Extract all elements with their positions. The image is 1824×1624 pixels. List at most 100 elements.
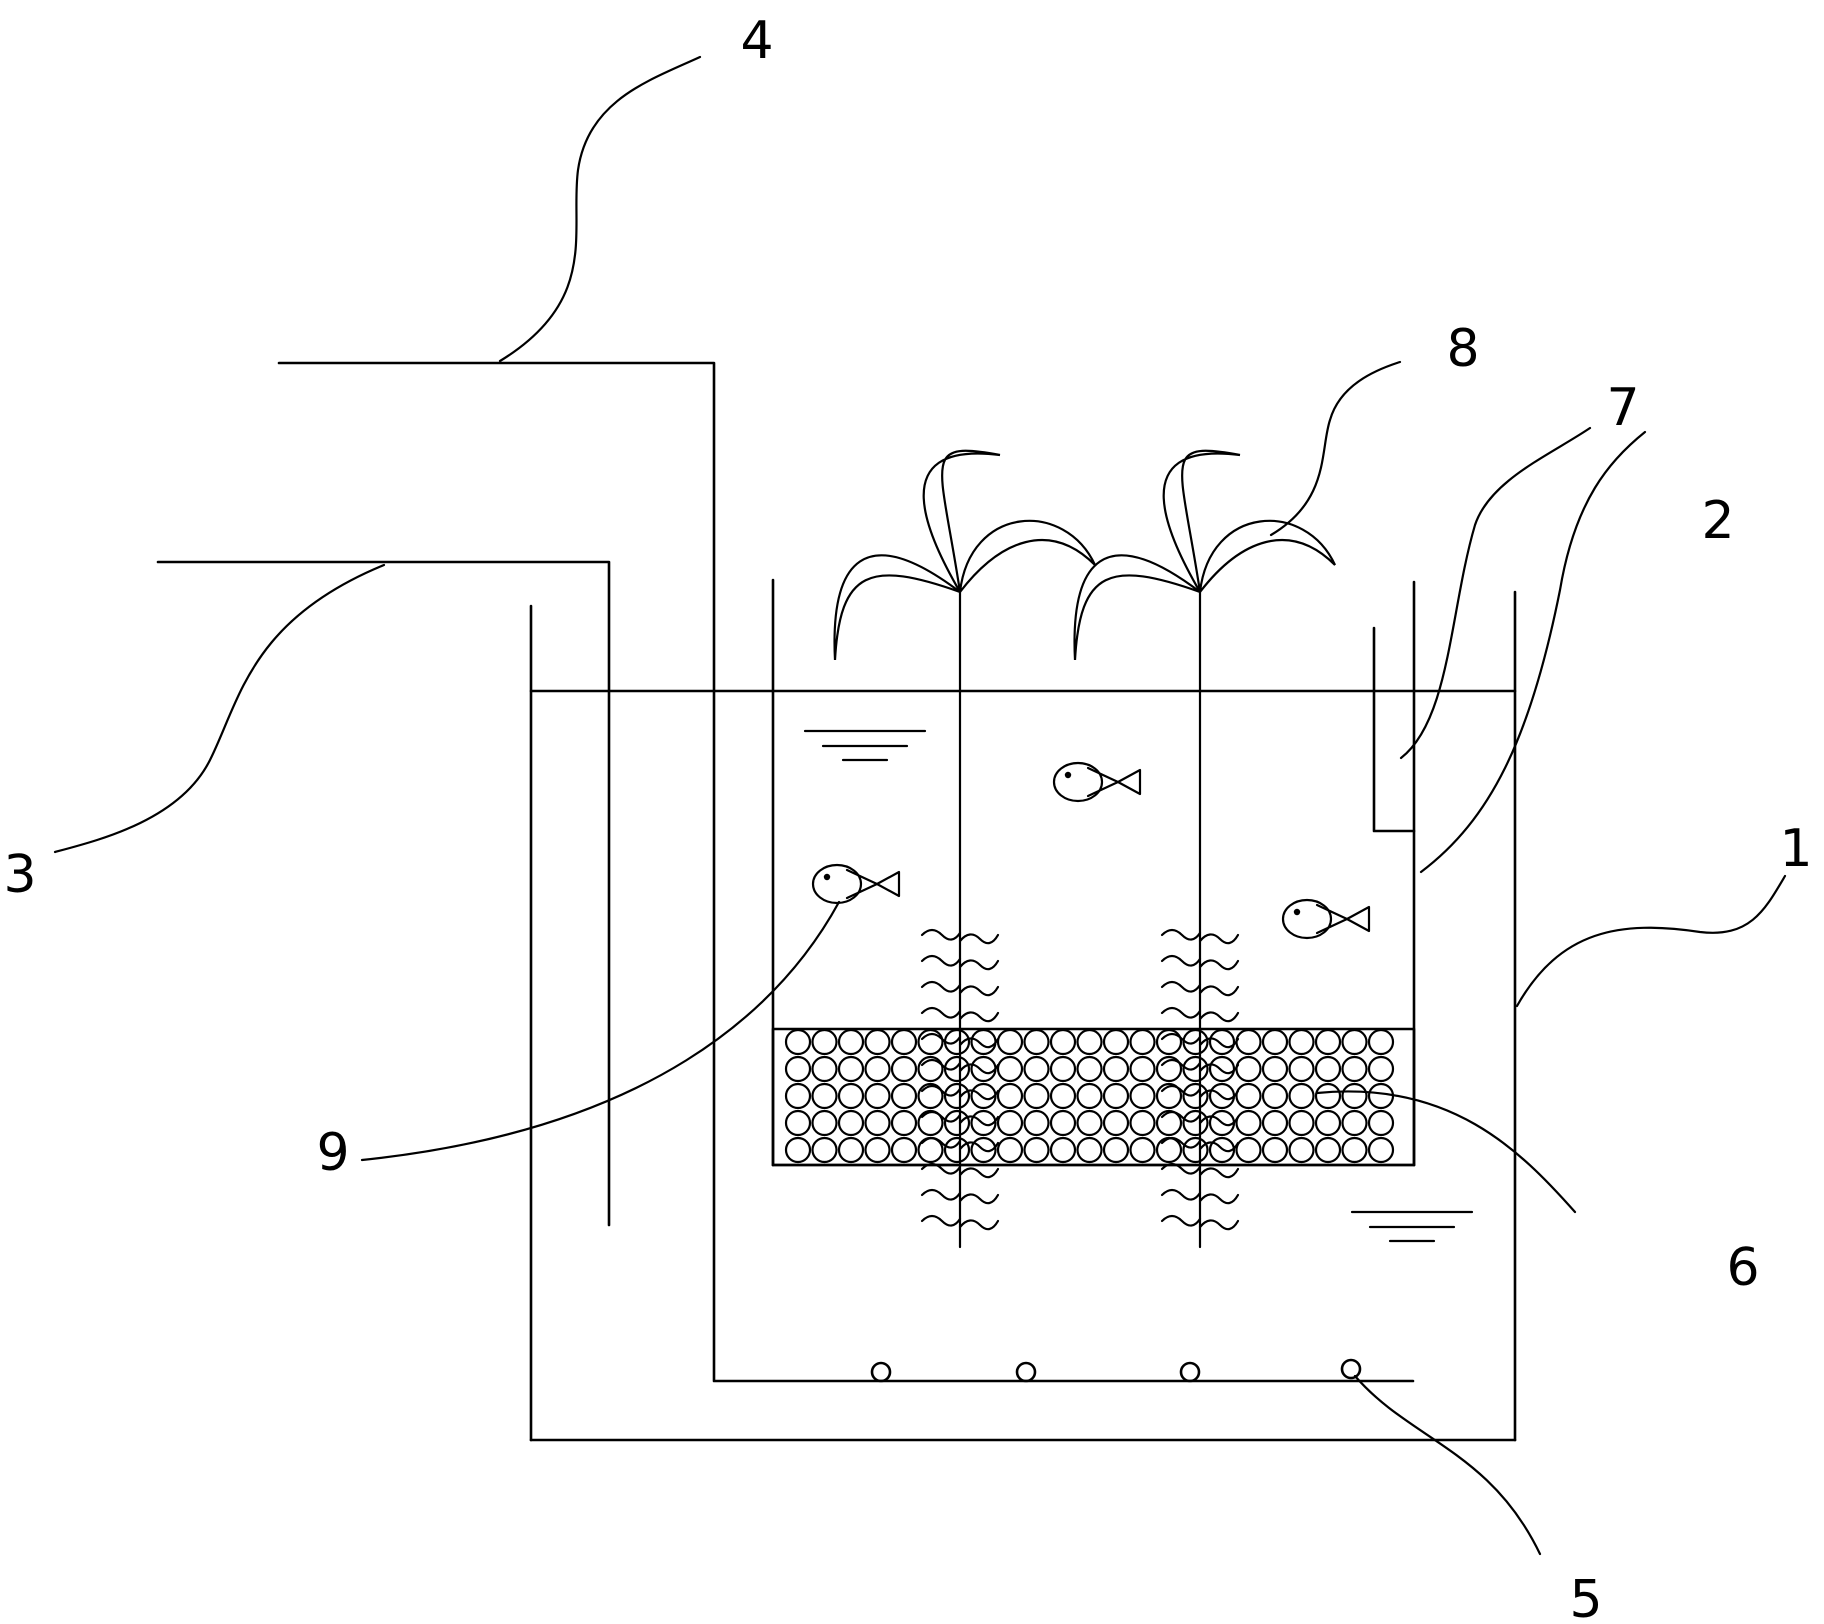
filler-circle bbox=[1367, 1136, 1395, 1164]
filler-circle bbox=[1023, 1136, 1050, 1164]
root-strand bbox=[1198, 1089, 1240, 1101]
filler-circle bbox=[1314, 1109, 1342, 1137]
root-strand bbox=[958, 1115, 1000, 1127]
filler-circle bbox=[1102, 1055, 1130, 1083]
filler-circle bbox=[1314, 1082, 1342, 1110]
root-strand bbox=[1160, 1032, 1202, 1045]
label-5: 5 bbox=[1569, 1570, 1602, 1624]
filler-circle bbox=[996, 1109, 1024, 1137]
root-strand bbox=[920, 1032, 962, 1045]
fish-eye bbox=[1293, 908, 1301, 916]
root-strand bbox=[1198, 985, 1240, 997]
filler-circle bbox=[1102, 1109, 1130, 1137]
filler-circles bbox=[784, 1028, 1395, 1164]
root-strand bbox=[1198, 1167, 1240, 1179]
root-strand bbox=[1160, 928, 1202, 941]
root-strand bbox=[1198, 959, 1240, 971]
filler-circle bbox=[1261, 1082, 1289, 1110]
filler-circle bbox=[1235, 1082, 1262, 1110]
filler-circle bbox=[943, 1055, 971, 1083]
root-strand bbox=[958, 1089, 1000, 1101]
root-strand bbox=[958, 959, 1000, 971]
root-strand bbox=[1198, 1193, 1240, 1205]
filler-circle bbox=[1129, 1136, 1156, 1164]
filler-circle bbox=[1129, 1028, 1156, 1056]
root-strand bbox=[958, 1011, 1000, 1023]
filler-circle bbox=[784, 1109, 812, 1137]
filler-circle bbox=[1076, 1055, 1103, 1083]
fish-body bbox=[1052, 761, 1104, 803]
filler-circle bbox=[1261, 1136, 1289, 1164]
filler-circle bbox=[1182, 1136, 1209, 1164]
filler-circle bbox=[1288, 1055, 1315, 1083]
filler-circle bbox=[917, 1055, 944, 1083]
filler-circle bbox=[1155, 1136, 1183, 1164]
filler-circle bbox=[1076, 1082, 1103, 1110]
overflow-pipe bbox=[1372, 626, 1416, 833]
aquatic-plant-icon bbox=[833, 449, 1096, 1249]
root-strand bbox=[1160, 980, 1202, 993]
filler-circle bbox=[1261, 1055, 1289, 1083]
filler-circle bbox=[970, 1055, 997, 1083]
filler-circle bbox=[1102, 1028, 1130, 1056]
filler-circle bbox=[1049, 1136, 1077, 1164]
root-strand bbox=[958, 1193, 1000, 1205]
filler-circle bbox=[811, 1082, 838, 1110]
label-9: 9 bbox=[316, 1123, 349, 1183]
filler-circle bbox=[1155, 1082, 1183, 1110]
filler-circle bbox=[996, 1082, 1024, 1110]
crescent-leaf-icon bbox=[833, 554, 961, 661]
filler-circle bbox=[1155, 1055, 1183, 1083]
filler-circle bbox=[1208, 1136, 1236, 1164]
filler-circle bbox=[1129, 1109, 1156, 1137]
filler-circle bbox=[890, 1055, 918, 1083]
root-strand bbox=[1198, 1115, 1240, 1127]
filler-circle bbox=[1023, 1082, 1050, 1110]
filler-circle bbox=[943, 1109, 971, 1137]
filler-circle bbox=[1288, 1109, 1315, 1137]
filler-circle bbox=[1182, 1055, 1209, 1083]
root-strand bbox=[920, 954, 962, 967]
filler-circle bbox=[996, 1028, 1024, 1056]
root-strand bbox=[920, 1214, 962, 1227]
root-strand bbox=[920, 1136, 962, 1149]
filler-circle bbox=[1367, 1028, 1395, 1056]
water-level-icon bbox=[1350, 1210, 1474, 1243]
root-strand bbox=[1160, 1188, 1202, 1201]
filler-circle bbox=[837, 1109, 865, 1137]
filler-circle bbox=[1314, 1055, 1342, 1083]
filler-circle bbox=[1182, 1028, 1209, 1056]
filler-circle bbox=[784, 1082, 812, 1110]
filler-circle bbox=[1288, 1082, 1315, 1110]
root-strand bbox=[1198, 1219, 1240, 1231]
crescent-leaf-icon bbox=[958, 519, 1096, 593]
part-labels: 4 8 7 2 3 1 9 6 5 bbox=[3, 11, 1812, 1624]
inlet-pipe bbox=[156, 560, 611, 1227]
fish-tail bbox=[875, 870, 901, 898]
filler-circle bbox=[1076, 1136, 1103, 1164]
water-level-icon bbox=[803, 729, 927, 762]
filler-circle bbox=[1049, 1028, 1077, 1056]
crescent-leaf-icon bbox=[922, 449, 1001, 593]
filler-circle bbox=[1235, 1109, 1262, 1137]
filler-circle bbox=[1367, 1082, 1395, 1110]
filler-circle bbox=[917, 1082, 944, 1110]
filler-circle bbox=[1208, 1028, 1236, 1056]
root-strand bbox=[958, 1063, 1000, 1075]
fish-icon bbox=[1052, 761, 1142, 803]
filler-circle bbox=[864, 1028, 891, 1056]
fish-body bbox=[1281, 898, 1333, 940]
root-strand bbox=[1198, 1063, 1240, 1075]
filler-circle bbox=[890, 1109, 918, 1137]
root-strand bbox=[920, 1006, 962, 1019]
root-strand bbox=[920, 1188, 962, 1201]
filler-circle bbox=[811, 1055, 838, 1083]
filler-circle bbox=[864, 1136, 891, 1164]
filler-circle bbox=[1129, 1082, 1156, 1110]
root-strand bbox=[1160, 1214, 1202, 1227]
filler-circle bbox=[890, 1136, 918, 1164]
root-strand bbox=[1160, 1058, 1202, 1071]
fish-eye bbox=[1064, 771, 1072, 779]
fish-tail bbox=[1345, 905, 1371, 933]
label-2: 2 bbox=[1701, 491, 1734, 551]
